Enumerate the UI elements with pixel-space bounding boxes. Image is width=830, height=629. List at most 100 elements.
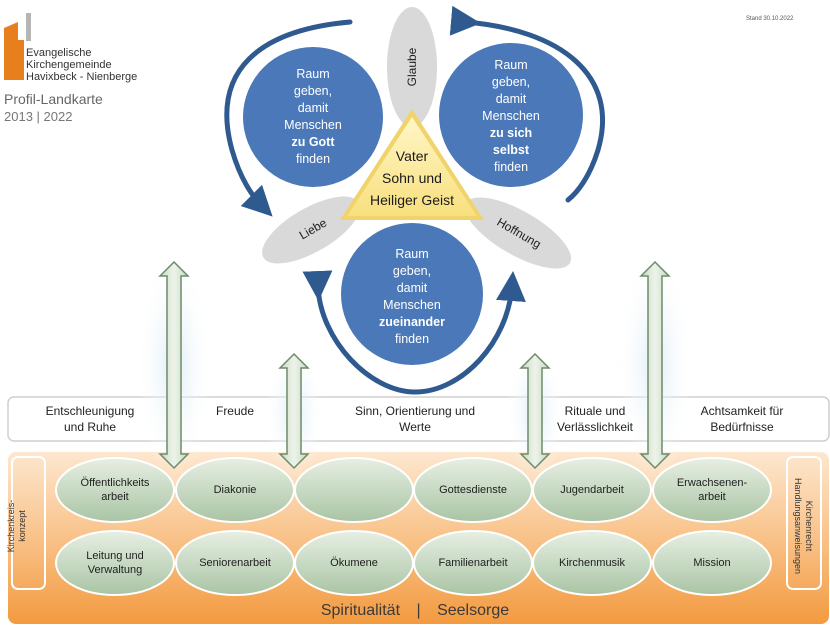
- field-pill-label: Seniorenarbeit: [179, 543, 291, 583]
- circle-selbst-line: Raum: [494, 58, 528, 72]
- double-arrow: [278, 352, 310, 470]
- field-pill-line1: Familienarbeit: [438, 557, 508, 569]
- side-label-kirchenrecht: Kirchenrecht Handlungsanweisungen: [792, 471, 814, 581]
- field-pill-text: Mission: [693, 556, 730, 570]
- value-line: und Ruhe: [63, 420, 117, 434]
- circle-gott-line: Raum: [296, 67, 330, 81]
- virtue-glaube: Glaube: [405, 47, 419, 87]
- circle-gott-line: finden: [295, 152, 331, 166]
- field-pill-label: Ökumene: [298, 543, 410, 583]
- double-arrows: [158, 260, 671, 470]
- circle-selbst-line: damit: [495, 92, 527, 106]
- org-name: Evangelische Kirchengemeinde Havixbeck -…: [26, 47, 137, 83]
- bottom-label: Spiritualität | Seelsorge: [0, 602, 830, 620]
- field-pill-line2: arbeit: [698, 491, 726, 503]
- field-pill-text: Erwachsenen-arbeit: [677, 476, 747, 504]
- trinity-line1: Vater: [395, 148, 429, 164]
- side-left-line2: konzept: [17, 510, 27, 542]
- field-pill-label: Familienarbeit: [417, 543, 529, 583]
- value-line: Freude: [215, 404, 255, 418]
- field-pill-label: Gottesdienste: [417, 470, 529, 510]
- circle-zu-gott: Raum geben, damit Menschen zu Gott finde…: [263, 66, 363, 168]
- org-name-line1: Evangelische: [26, 47, 92, 59]
- field-pill-line1: Gottesdienste: [439, 484, 507, 496]
- field-pill-text: Familienarbeit: [438, 556, 507, 570]
- bottom-label-spiritualitaet: Spiritualität: [320, 602, 401, 619]
- field-pill-text: Öffentlichkeits arbeit: [81, 476, 150, 504]
- circle-selbst-line: geben,: [491, 75, 531, 89]
- field-pill-line1: Ökumene: [330, 557, 378, 569]
- circle-zu-sich-selbst: Raum geben, damit Menschen zu sich selbs…: [461, 57, 561, 176]
- field-pill: [55, 530, 175, 596]
- value-line: Bedürfnisse: [710, 420, 774, 434]
- circle-gott-line: geben,: [293, 84, 333, 98]
- field-pill-line1: Leitung und: [86, 550, 144, 562]
- value-line: Rituale und: [564, 404, 626, 418]
- left-side-box: [11, 456, 46, 590]
- value-achtsamkeit: Achtsamkeit für Bedürfnisse: [672, 403, 812, 435]
- circle-gott-line: damit: [297, 101, 329, 115]
- circle-gott-bold: zu Gott: [291, 135, 335, 149]
- value-line: Verlässlichkeit: [556, 420, 634, 434]
- field-pill-text: Kirchenmusik: [559, 556, 625, 570]
- field-pill-label: Kirchenmusik: [536, 543, 648, 583]
- field-pill-label: Diakonie: [179, 470, 291, 510]
- field-pill: [55, 457, 175, 523]
- field-pill: [532, 530, 652, 596]
- church-logo: [4, 13, 31, 80]
- map-title: Profil-Landkarte: [4, 91, 103, 107]
- circle-zueinander-line: damit: [396, 281, 428, 295]
- field-pill-text: Seniorenarbeit: [199, 556, 271, 570]
- stand-date: Stand 30.10.2022: [746, 16, 794, 22]
- value-rituale: Rituale und Verlässlichkeit: [540, 403, 650, 435]
- double-arrow: [158, 260, 190, 470]
- field-pill-label: Mission: [656, 543, 768, 583]
- side-label-kirchenkreis: Kirchenkreis- konzept: [6, 471, 28, 581]
- circle-zueinander-line: finden: [394, 332, 430, 346]
- trinity-triangle: [340, 109, 484, 220]
- circle-zueinander: Raum geben, damit Menschen zueinander fi…: [362, 246, 462, 348]
- field-pill-line2: arbeit: [101, 491, 129, 503]
- bottom-label-separator: |: [416, 602, 421, 619]
- virtue-ellipses: [262, 7, 572, 269]
- circle-zueinander-bold: zueinander: [379, 315, 445, 329]
- circle-selbst-bold: zu sich: [489, 126, 533, 140]
- field-pill: [652, 530, 772, 596]
- circle-zueinander-line: Raum: [395, 247, 429, 261]
- trinity-text: Vater Sohn und Heiliger Geist: [352, 145, 472, 211]
- right-side-box: [786, 456, 822, 590]
- field-pill-label: Öffentlichkeits arbeit: [59, 470, 171, 510]
- field-pill-line1: Mission: [693, 557, 731, 569]
- circle-selbst-bold: selbst: [492, 143, 530, 157]
- side-left-line1: Kirchenkreis-: [6, 499, 16, 553]
- value-freude: Freude: [195, 403, 275, 419]
- field-pill: [652, 457, 772, 523]
- field-pill-line1: Öffentlichkeits: [80, 477, 150, 489]
- trinity-line2: Sohn und: [382, 170, 442, 186]
- trinity-line3: Heiliger Geist: [369, 192, 455, 208]
- circle-selbst-line: finden: [493, 160, 529, 174]
- org-name-line3: Havixbeck - Nienberge: [26, 71, 138, 83]
- field-pill-line1: Seniorenarbeit: [199, 557, 271, 569]
- field-pill-text: Gottesdienste: [439, 483, 507, 497]
- bottom-label-seelsorge: Seelsorge: [437, 602, 510, 619]
- value-line: Entschleunigung: [45, 404, 135, 418]
- circle-zueinander-line: geben,: [392, 264, 432, 278]
- value-entschleunigung: Entschleunigung und Ruhe: [20, 403, 160, 435]
- field-pill-line1: Erwachsenen-: [676, 477, 748, 489]
- field-pill-text: Jugendarbeit: [560, 483, 624, 497]
- side-right-line2: Handlungsanweisungen: [793, 477, 803, 575]
- field-pills: [55, 457, 772, 596]
- side-right-line1: Kirchenrecht: [804, 500, 814, 552]
- field-pill-text: Ökumene: [330, 556, 378, 570]
- field-pill-label: [298, 470, 410, 510]
- circle-selbst-line: Menschen: [482, 109, 540, 123]
- field-pill-label: Erwachsenen-arbeit: [656, 470, 768, 510]
- value-line: Werte: [399, 420, 431, 434]
- field-pill: [532, 457, 652, 523]
- field-pill-line1: Kirchenmusik: [558, 557, 626, 569]
- circle-gott-line: Menschen: [284, 118, 342, 132]
